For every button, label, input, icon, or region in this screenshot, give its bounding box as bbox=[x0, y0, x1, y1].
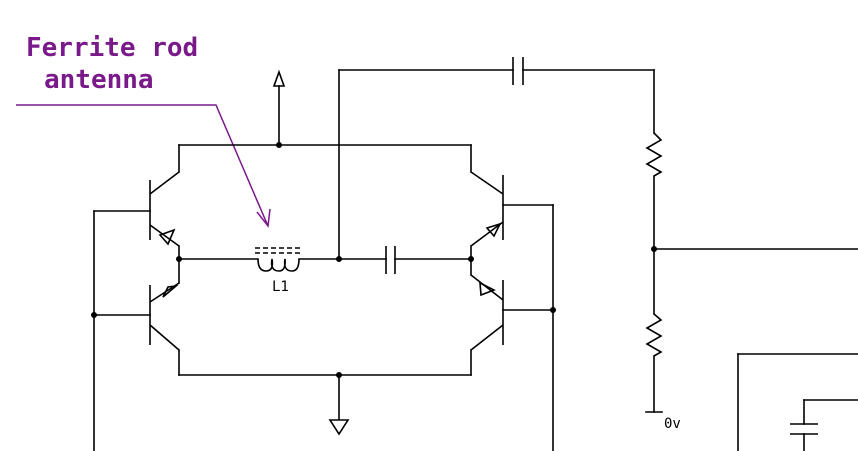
supply-arrow-icon bbox=[272, 69, 286, 146]
junction-dot bbox=[176, 256, 182, 262]
capacitor-icon bbox=[512, 57, 524, 85]
capacitor-icon bbox=[385, 246, 396, 274]
capacitor-icon bbox=[790, 423, 818, 435]
annotation-line-2: antenna bbox=[44, 65, 154, 95]
transistor-icon bbox=[149, 144, 180, 260]
inductor-label: L1 bbox=[272, 279, 289, 295]
junction-dot bbox=[468, 256, 474, 262]
annotation-line-1: Ferrite rod bbox=[26, 33, 198, 63]
junction-dot bbox=[91, 312, 97, 318]
resistor-icon bbox=[645, 313, 663, 357]
transistor-icon bbox=[470, 258, 504, 376]
ground-icon bbox=[328, 374, 350, 436]
junction-dot bbox=[550, 307, 556, 313]
transistor-icon bbox=[149, 258, 180, 376]
ferrite-rod-annotation: Ferrite rod antenna bbox=[16, 33, 271, 228]
annotation-arrow-head-icon bbox=[256, 208, 271, 228]
ground-rail-label: 0v bbox=[664, 416, 681, 432]
resistor-icon bbox=[645, 132, 663, 177]
annotation-leader-line bbox=[16, 104, 269, 227]
inductor-coil-icon bbox=[255, 247, 303, 272]
junction-dot bbox=[276, 142, 282, 148]
transistor-icon bbox=[470, 144, 504, 260]
